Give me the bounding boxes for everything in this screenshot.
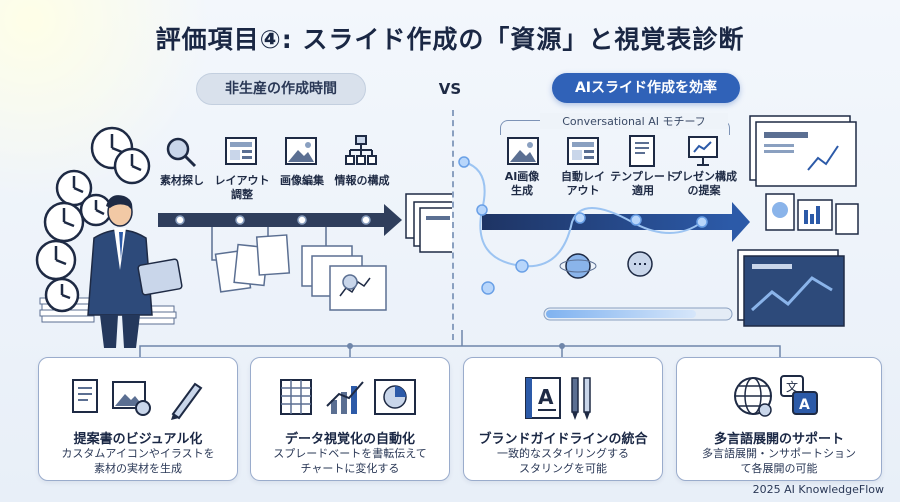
card-desc: 一致的なスタイリングする スタリングを可能 xyxy=(497,447,629,475)
layout-icon xyxy=(225,137,257,165)
task-label-image-edit: 画像編集 xyxy=(280,174,324,187)
right-illustration xyxy=(458,115,859,327)
document-icon xyxy=(72,379,98,413)
left-process-arrow xyxy=(158,204,402,261)
card-icons xyxy=(280,379,416,415)
card-title: 提案書のビジュアル化 xyxy=(73,432,203,447)
task-label-material-search: 素材探し xyxy=(160,174,204,187)
card-desc: 多言語展開・ンサポートション て各展開の可能 xyxy=(702,447,856,475)
svg-text:A: A xyxy=(538,385,554,409)
clock-icon xyxy=(35,126,151,313)
presentation-icon xyxy=(688,136,718,166)
pencil-icon xyxy=(571,377,591,420)
image-icon xyxy=(285,137,317,165)
card-title: データ視覚化の自動化 xyxy=(284,432,415,447)
svg-text:文: 文 xyxy=(786,379,798,394)
hierarchy-icon xyxy=(345,135,377,165)
auto-layout-icon xyxy=(567,137,599,165)
section-divider xyxy=(452,110,454,340)
spreadsheet-icon xyxy=(280,379,312,415)
pie-chart-icon xyxy=(374,379,416,415)
card-icons xyxy=(72,379,203,420)
template-icon xyxy=(629,135,655,167)
feature-card-proposal-visual: 提案書のビジュアル化 カスタムアイコンやイラストを 素材の実材を生成 xyxy=(38,357,238,481)
card-title: ブランドガイドラインの統合 xyxy=(478,432,648,447)
font-book-icon: A xyxy=(525,377,561,419)
left-section-label: 非生産の作成時間 xyxy=(196,73,366,105)
progress-bar xyxy=(543,307,733,321)
task-label-layout: レイアウト 調整 xyxy=(214,174,270,201)
right-section-label: AIスライド作成を効率 xyxy=(552,73,740,103)
person-illustration xyxy=(87,195,183,348)
globe-icon xyxy=(734,377,772,417)
feature-card-data-visual: データ視覚化の自動化 スプレードベートを書転伝えて チャートに変化する xyxy=(250,357,450,481)
motif-label: Conversational AI モチーフ xyxy=(540,113,728,129)
svg-text:A: A xyxy=(799,397,810,413)
feature-label-ai-image: AI画像 生成 xyxy=(504,170,540,197)
feature-card-brand-guideline: A ブランドガイドラインの統合 一致的なスタイリングする スタリングを可能 xyxy=(463,357,663,481)
output-slide-icon xyxy=(737,115,859,327)
pen-icon xyxy=(171,382,203,420)
task-label-info-structure: 情報の構成 xyxy=(334,174,390,187)
card-desc: カスタムアイコンやイラストを 素材の実材を生成 xyxy=(61,447,215,475)
feature-label-template: テンプレート 適用 xyxy=(610,170,676,197)
card-icons: 文A xyxy=(734,375,818,417)
translate-icon: 文A xyxy=(780,375,818,415)
ai-orb-icon xyxy=(559,253,597,279)
magnifier-icon xyxy=(166,137,197,168)
page-title: 評価項目④: スライド作成の「資源」と視覚表診断 xyxy=(155,25,745,54)
chat-bubble-icon xyxy=(627,251,653,277)
feature-label-auto-layout: 自動レイ アウト xyxy=(561,170,605,197)
card-connector-lines xyxy=(139,330,781,357)
feature-label-presentation: プレゼン構成 の提案 xyxy=(671,170,737,197)
card-icons: A xyxy=(525,377,591,420)
slide-stack-icon xyxy=(405,193,452,253)
footer-credit: 2025 AI KnowledgeFlow xyxy=(752,483,884,496)
vs-label: VS xyxy=(438,80,462,98)
image-gear-icon xyxy=(112,381,151,416)
ai-image-icon xyxy=(507,137,539,165)
card-desc: スプレードベートを書転伝えて チャートに変化する xyxy=(273,447,427,475)
bar-chart-icon xyxy=(326,381,364,414)
left-illustration xyxy=(35,126,452,348)
card-title: 多言語展開のサポート xyxy=(713,432,844,447)
document-icon xyxy=(214,234,387,311)
